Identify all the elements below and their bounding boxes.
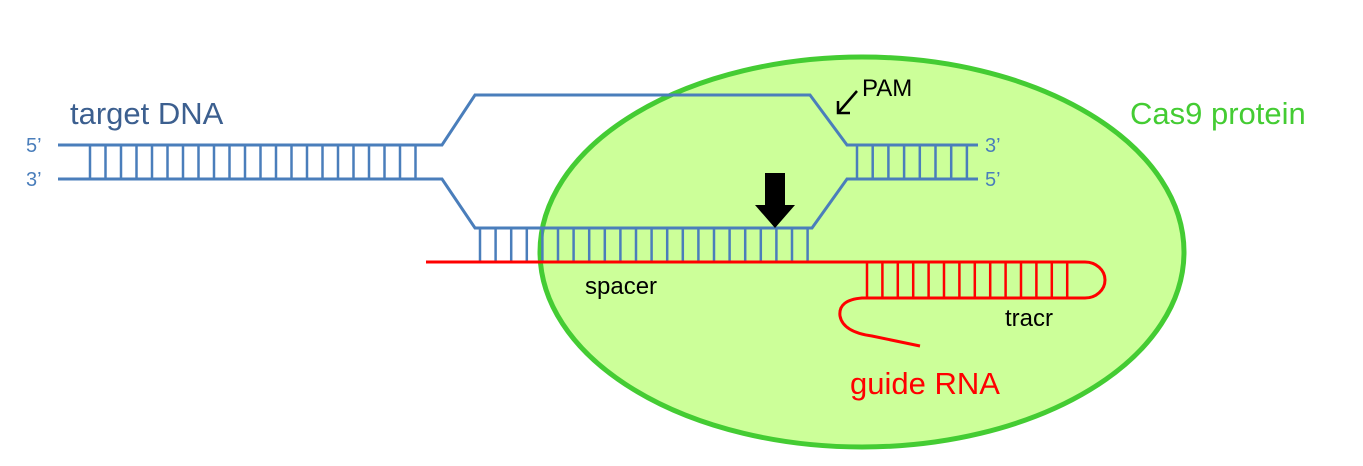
dna-top-strand <box>58 93 978 147</box>
dna-base-pairs-left <box>88 145 417 179</box>
right-bottom-end-label: 5’ <box>985 169 1001 191</box>
dna-base-pairs-right <box>855 145 969 179</box>
tracr-base-pairs <box>865 262 1069 298</box>
pam-pointer-arrow-icon <box>836 90 858 115</box>
rna-tracr-hairpin <box>838 260 1107 348</box>
cas9-protein-label: Cas9 protein <box>1130 96 1306 131</box>
target-dna <box>58 93 978 262</box>
guide-rna <box>426 260 1107 348</box>
left-bottom-end-label: 3’ <box>26 169 42 191</box>
target-dna-label: target DNA <box>70 96 224 131</box>
tracr-label: tracr <box>1005 305 1053 332</box>
cleavage-arrow-icon <box>755 173 795 228</box>
dna-bottom-strand <box>58 177 978 230</box>
left-top-end-label: 5’ <box>26 135 42 157</box>
spacer-label: spacer <box>585 273 657 300</box>
pam-label: PAM <box>862 75 912 102</box>
dna-rna-base-pairs <box>478 228 809 262</box>
guide-rna-label: guide RNA <box>850 366 1000 401</box>
cas9-protein-ellipse <box>537 54 1187 450</box>
right-top-end-label: 3’ <box>985 135 1001 157</box>
